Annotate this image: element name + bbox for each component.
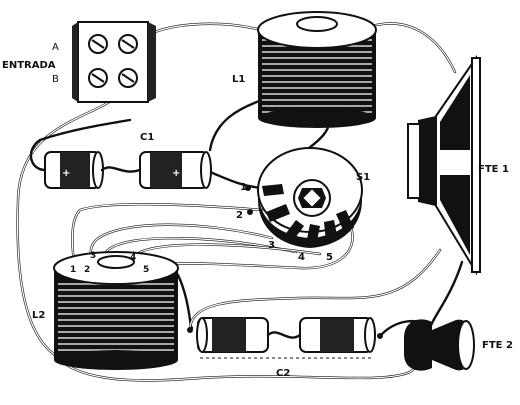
- s1-label: S1: [356, 172, 370, 183]
- screw-b1-icon: [88, 68, 108, 88]
- l2-tap-4: 4: [130, 253, 136, 263]
- c2-left-capacitor: [196, 317, 269, 353]
- l2-tap-2: 2: [84, 265, 90, 275]
- screw-b2-icon: [118, 68, 138, 88]
- tweeter-fte2: FTE 2: [404, 319, 513, 371]
- wire-l2-to-c2: [176, 273, 194, 330]
- input-label: ENTRADA: [2, 60, 56, 71]
- inductor-l1: L1: [232, 11, 377, 128]
- switch-shaft-icon: [293, 179, 331, 217]
- c1-label: C1: [140, 132, 154, 143]
- s1-position-4: 4: [298, 252, 305, 263]
- c1-left-plus: +: [62, 168, 70, 179]
- wire-c1-to-s1-1: [208, 170, 264, 190]
- s1-position-1: 1: [240, 182, 247, 193]
- l2-tap-1: 1: [70, 265, 76, 275]
- c1-right-capacitor: +: [139, 151, 212, 189]
- fte2-label: FTE 2: [482, 340, 513, 351]
- l2-tap-3: 3: [90, 251, 96, 261]
- capacitor-c2: C2: [187, 317, 383, 379]
- c2-right-capacitor: [299, 317, 376, 353]
- c2-label: C2: [276, 368, 290, 379]
- fte1-label: FTE 1: [478, 164, 509, 175]
- screw-a1-icon: [88, 34, 108, 54]
- input-terminal-block: A B ENTRADA: [2, 21, 156, 103]
- screw-a2-icon: [118, 34, 138, 54]
- c1-right-plus: +: [172, 168, 180, 179]
- rotary-switch-s1: 1 2 3 4 5 S1: [236, 147, 370, 263]
- wire-l1-lower: [208, 98, 264, 152]
- speaker-fte1: FTE 1: [407, 54, 509, 276]
- s1-position-3: 3: [268, 240, 275, 251]
- l1-label: L1: [232, 74, 245, 85]
- s1-position-5: 5: [326, 252, 333, 263]
- c1-left-capacitor: +: [44, 151, 104, 189]
- terminal-label-b: B: [52, 74, 59, 85]
- inductor-l2: 1 2 3 4 5 L2: [32, 251, 179, 370]
- wire-c1-left: [29, 118, 132, 172]
- l2-label: L2: [32, 310, 45, 321]
- l2-tap-5: 5: [143, 265, 149, 275]
- s1-position-2: 2: [236, 210, 243, 221]
- capacitor-c1: + + C1: [44, 132, 212, 189]
- terminal-label-a: A: [52, 42, 59, 53]
